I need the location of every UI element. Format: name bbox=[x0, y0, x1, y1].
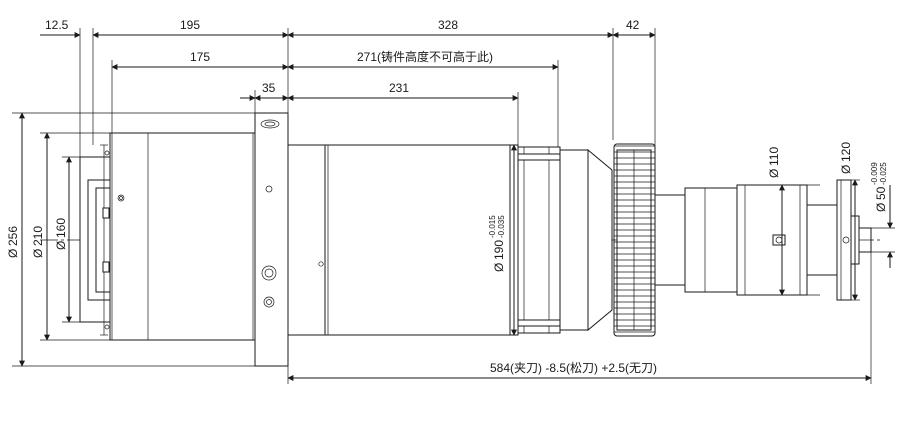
dim-271: 271(铸件高度不可高于此) bbox=[357, 49, 493, 64]
dim-phi120: 120 bbox=[839, 142, 853, 162]
dim-phi160-symbol: Ø bbox=[54, 241, 68, 250]
dim-phi190-tol-upper: -0.015 bbox=[488, 215, 497, 238]
dim-328: 328 bbox=[438, 18, 458, 32]
dim-phi256: 256 bbox=[6, 226, 20, 246]
dim-231: 231 bbox=[389, 81, 409, 95]
dim-42: 42 bbox=[626, 18, 640, 32]
dim-phi160: 160 bbox=[54, 218, 68, 238]
dim-195: 195 bbox=[180, 18, 200, 32]
dim-phi190: 190 bbox=[492, 240, 506, 260]
dim-phi50-tol-lower: -0.025 bbox=[879, 162, 888, 185]
dim-phi210-symbol: Ø bbox=[31, 249, 45, 258]
dim-phi50-symbol: Ø bbox=[874, 203, 888, 212]
dim-phi256-symbol: Ø bbox=[6, 249, 20, 258]
shaft bbox=[654, 179, 872, 301]
dimension-labels: 12.5 195 328 42 175 271(铸件高度不可高于此) 35 23… bbox=[6, 18, 888, 375]
dim-phi210: 210 bbox=[31, 226, 45, 246]
dimension-lines bbox=[19, 32, 893, 381]
dim-phi120-symbol: Ø bbox=[839, 165, 853, 174]
dim-12-5: 12.5 bbox=[45, 18, 69, 32]
dim-phi110-symbol: Ø bbox=[767, 169, 781, 178]
extension-lines bbox=[12, 28, 895, 384]
mounting-flange bbox=[254, 112, 289, 367]
gear bbox=[613, 143, 656, 337]
dim-phi190-tol-lower: -0.035 bbox=[497, 215, 506, 238]
rear-housing bbox=[79, 132, 256, 341]
dim-phi110: 110 bbox=[767, 147, 781, 166]
main-cylinder bbox=[287, 144, 613, 336]
dim-175: 175 bbox=[190, 50, 210, 64]
dim-phi50-tol-upper: -0.009 bbox=[870, 162, 879, 185]
dim-35: 35 bbox=[262, 81, 276, 95]
dim-584: 584(夹刀) -8.5(松刀) +2.5(无刀) bbox=[490, 361, 657, 375]
dim-phi50: 50 bbox=[874, 186, 888, 200]
dim-phi190-symbol: Ø bbox=[492, 263, 506, 272]
